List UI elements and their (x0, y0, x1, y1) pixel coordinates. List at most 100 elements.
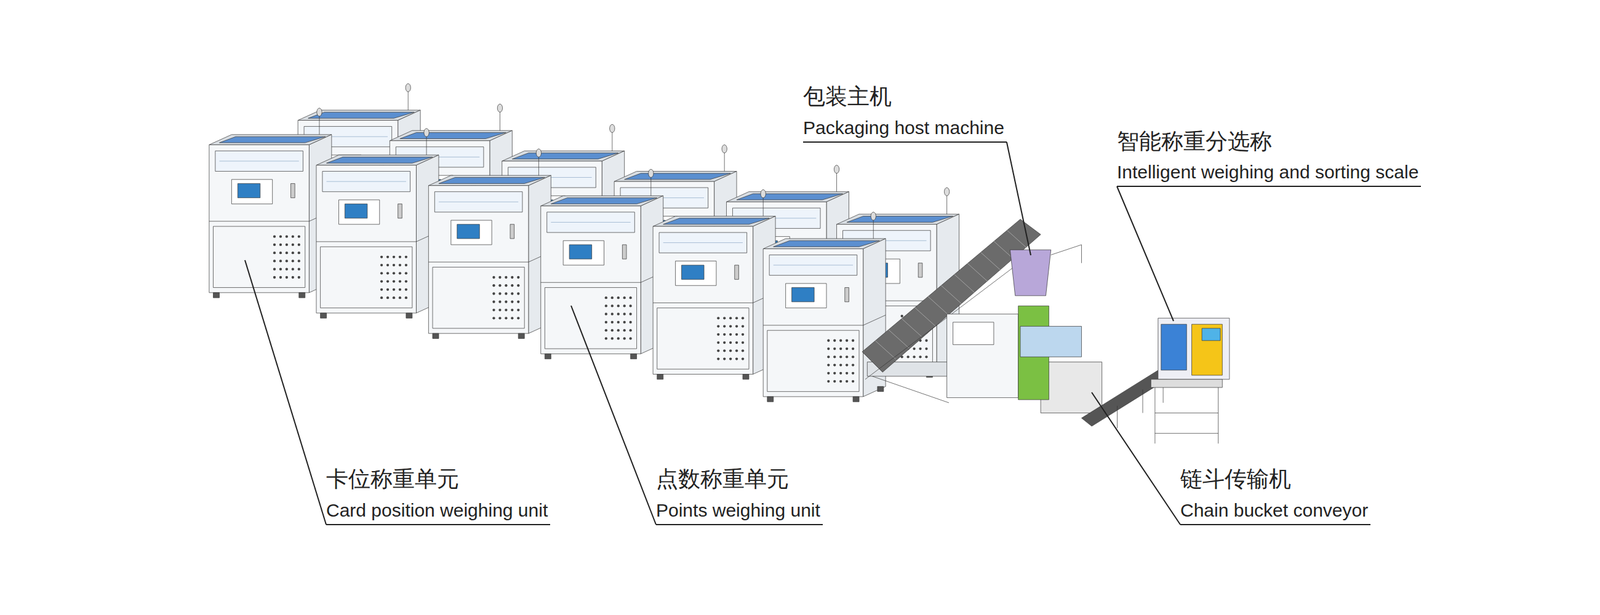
vent-hole (398, 280, 402, 283)
vent-hole (404, 296, 408, 300)
signal-pole (538, 155, 540, 178)
vent-hole (924, 347, 928, 351)
vent-hole (628, 304, 632, 308)
label-english: Chain bucket conveyor (1180, 499, 1371, 526)
hopper-opening (326, 156, 433, 164)
vent-hole (851, 339, 855, 343)
vent-hole (404, 264, 408, 267)
vent-hole (492, 284, 495, 287)
signal-lamp (497, 104, 503, 112)
vent-hole (611, 304, 614, 308)
vent-hole (604, 329, 608, 332)
control-panel (785, 283, 827, 309)
vent-hole (404, 272, 408, 275)
vent-hole (900, 315, 904, 318)
vent-hole (839, 355, 842, 359)
window-line (438, 201, 519, 203)
packaging-cabinet (947, 314, 1019, 399)
vent-hole (392, 288, 396, 292)
conveyor-rung (954, 274, 975, 293)
vent-hole (504, 316, 508, 320)
control-panel (451, 220, 492, 245)
vent-hole (912, 355, 916, 359)
vent-hole (398, 264, 402, 267)
vent-hole (611, 296, 614, 300)
cabinet-foot (544, 353, 551, 359)
vent-hole (845, 363, 848, 367)
vent-hole (279, 251, 282, 255)
cabinet-divider (316, 241, 416, 242)
touch-screen (569, 244, 592, 260)
cabinet-foot (299, 292, 306, 298)
vent-hole (498, 300, 501, 304)
vent-hole (380, 264, 383, 267)
vent-hole (504, 308, 508, 312)
window-line (326, 181, 407, 183)
vent-hole (386, 272, 389, 275)
vent-hole (386, 296, 389, 300)
vent-hole (291, 251, 295, 255)
vent-hole (623, 304, 626, 308)
hopper-opening (736, 193, 843, 200)
vent-hole (628, 329, 632, 332)
vent-hole (279, 243, 282, 247)
signal-lamp (648, 169, 654, 178)
scale-crossbar (1155, 412, 1219, 414)
label-chinese: 包装主机 (803, 83, 892, 111)
machines-group (209, 83, 1230, 444)
vent-hole (827, 339, 830, 343)
vent-hole (735, 333, 738, 336)
signal-pole (724, 150, 725, 173)
vent-hole (492, 276, 495, 279)
vent-hole (628, 337, 632, 340)
vent-hole (273, 259, 276, 263)
conveyor-rung (941, 285, 962, 304)
inspection-window (215, 150, 304, 172)
cabinet-foot (432, 333, 439, 339)
vent-hole (516, 300, 520, 304)
vent-hole (623, 321, 626, 324)
vent-hole (285, 235, 288, 239)
vent-hole (297, 235, 301, 239)
vent-hole (924, 339, 928, 343)
scale-leg (1217, 387, 1219, 444)
vent-hole (498, 284, 501, 287)
vent-hole (386, 280, 389, 283)
hopper-opening (846, 216, 953, 223)
vent-hole (380, 296, 383, 300)
vent-hole (716, 333, 720, 336)
control-arm (1081, 244, 1082, 264)
cabinet-foot (630, 353, 637, 359)
vent-hole (604, 296, 608, 300)
label-chinese: 点数称重单元 (656, 465, 789, 493)
vent-hole (510, 292, 514, 295)
door-handle (291, 183, 296, 198)
vent-hole (297, 251, 301, 255)
conveyor-rung (915, 307, 936, 327)
vent-hole (498, 308, 501, 312)
signal-pole (836, 171, 837, 194)
signal-pole (946, 193, 948, 216)
vent-hole (839, 372, 842, 375)
vent-hole (604, 313, 608, 316)
signal-pole (426, 134, 428, 157)
conveyor-rung (888, 329, 909, 349)
vent-hole (611, 313, 614, 316)
vent-hole (729, 316, 732, 320)
hopper-opening (438, 177, 545, 184)
vent-hole (392, 256, 396, 259)
cabinet-divider (763, 324, 863, 326)
lower-door (320, 246, 413, 308)
cabinet-foot (320, 313, 327, 319)
door-handle (510, 224, 515, 239)
cabinet-foot (877, 386, 884, 392)
vent-hole (510, 308, 514, 312)
vent-hole (291, 276, 295, 279)
scale-yellow-door (1192, 324, 1223, 376)
scale-crossbar (1155, 433, 1219, 434)
cabinet-divider (540, 282, 641, 284)
vent-hole (839, 380, 842, 383)
vent-hole (716, 349, 720, 352)
vent-hole (741, 357, 744, 360)
signal-pole (318, 114, 320, 137)
